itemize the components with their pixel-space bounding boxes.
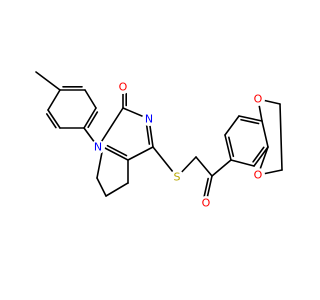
double-bond-line <box>102 146 129 161</box>
atom-o-carbonyl-ring: O <box>116 80 130 94</box>
double-bond-line <box>202 177 209 200</box>
atom-label-o: O <box>202 197 211 210</box>
atom-o-dioxin-bottom: O <box>251 168 265 182</box>
atom-label-o: O <box>254 93 263 106</box>
double-bond-line <box>253 146 269 167</box>
bond-line <box>35 71 61 91</box>
double-bond-line <box>252 146 265 163</box>
bond-line <box>224 115 240 136</box>
atom-s: S <box>170 170 184 184</box>
atom-label-n: N <box>94 141 102 154</box>
double-bond-line <box>224 134 232 161</box>
bond-line <box>97 107 124 148</box>
atom-o-ketone: O <box>199 196 213 210</box>
double-bond-line <box>106 144 128 157</box>
molecule-canvas: O N N S O O O <box>35 71 283 210</box>
bond-line <box>84 89 97 109</box>
atom-o-dioxin-top: O <box>251 92 265 106</box>
molecule-structure: O N N S O O O <box>35 71 283 210</box>
bond-line <box>230 159 255 167</box>
atom-label-o: O <box>119 81 128 94</box>
atom-label-layer: O N N S O O O <box>91 80 265 210</box>
bond-line <box>105 182 129 197</box>
atom-label-s: S <box>174 171 181 184</box>
double-bond-line <box>47 109 61 129</box>
atom-n1: N <box>91 140 105 154</box>
bond-line <box>211 159 232 177</box>
bond-line <box>47 89 61 111</box>
double-bond-line <box>145 122 151 145</box>
atom-label-o: O <box>254 169 263 182</box>
double-bond-line <box>228 136 235 158</box>
bond-line <box>261 120 269 148</box>
bond-line <box>127 146 154 161</box>
double-bond-line <box>83 107 97 129</box>
double-bond-line <box>238 115 263 122</box>
bond-line <box>195 156 213 177</box>
atom-n3: N <box>142 112 156 126</box>
bond-layer <box>35 71 283 204</box>
double-bond-line <box>87 111 99 129</box>
double-bond-line <box>240 118 260 125</box>
bond-line <box>279 103 283 171</box>
atom-label-n: N <box>145 113 153 126</box>
double-bond-line <box>45 113 57 129</box>
bond-line <box>96 177 107 197</box>
